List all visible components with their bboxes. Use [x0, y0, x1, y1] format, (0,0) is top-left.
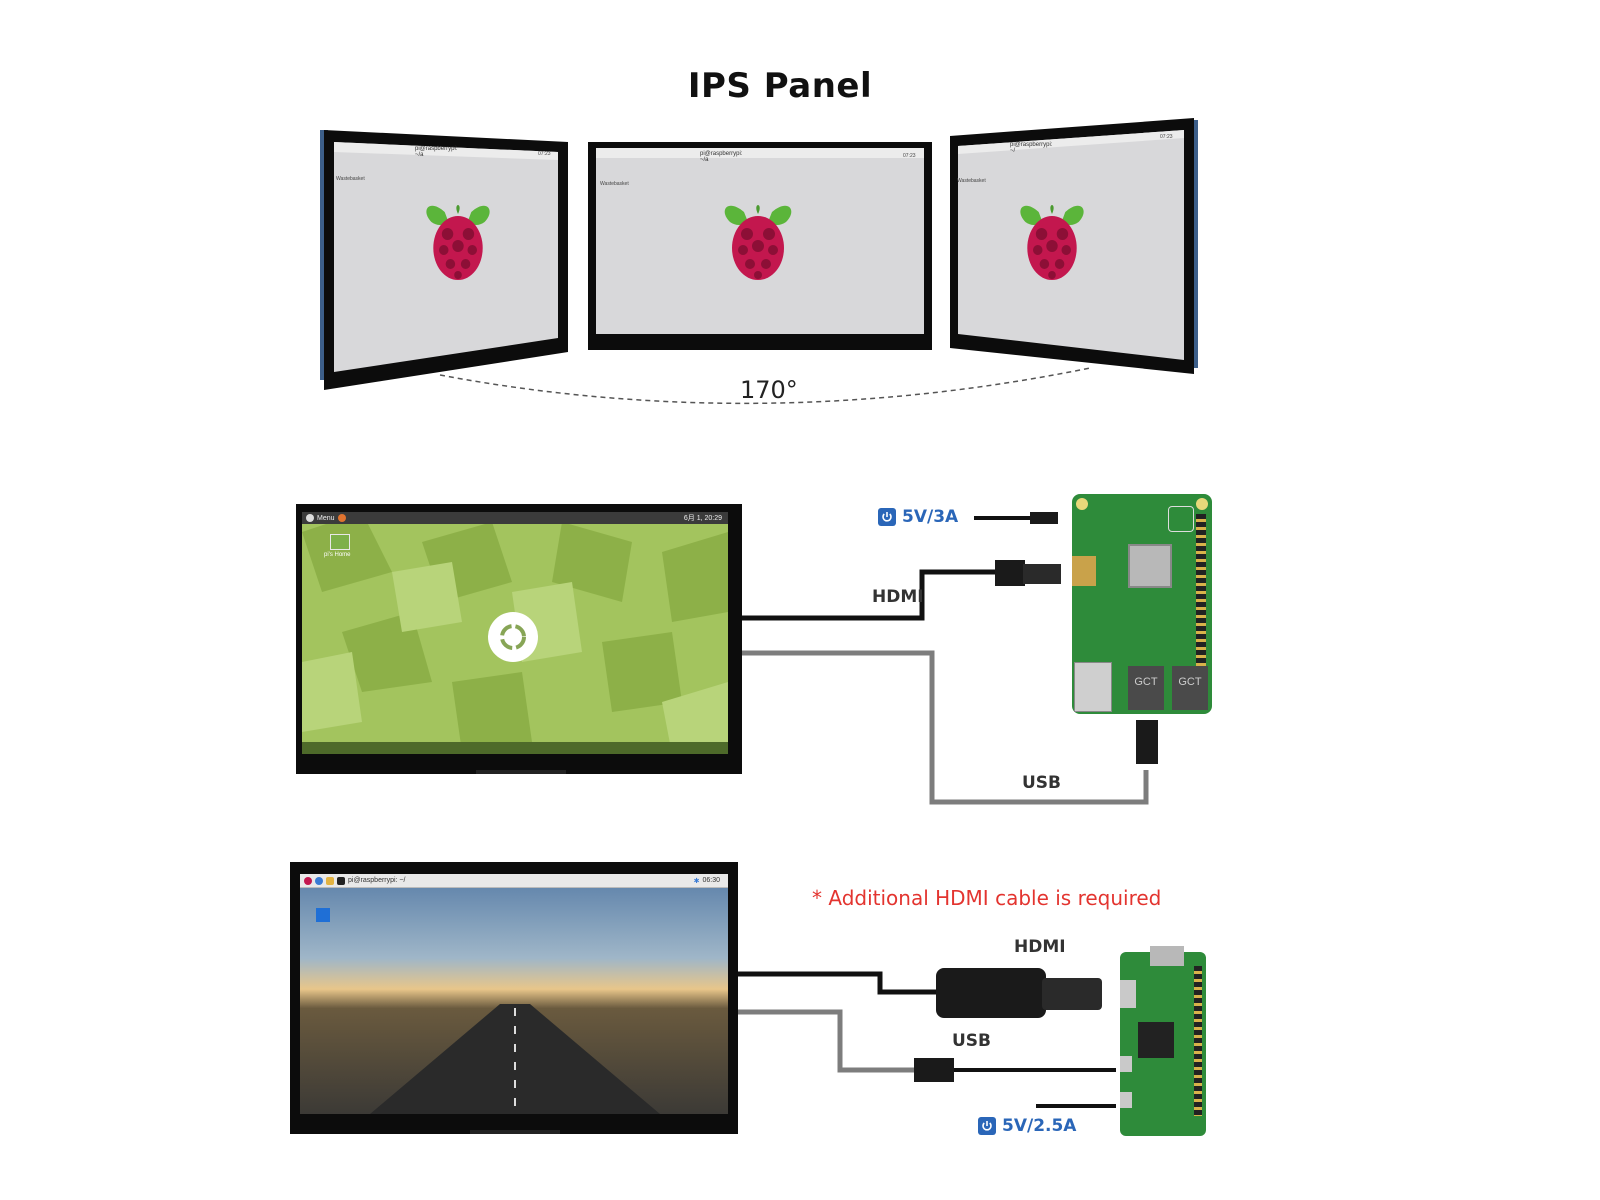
micro-usb-plug-icon	[1030, 512, 1058, 524]
pi3-monitor: Menu 6月 1, 20:29 pi's Home	[296, 504, 742, 774]
right-monitor	[950, 118, 1198, 374]
pi3-screen-taskbar: Menu 6月 1, 20:29	[302, 512, 728, 524]
road-landscape	[370, 1004, 660, 1114]
raspberry-menu-icon	[304, 876, 312, 885]
pi3-hdmi-label: HDMI	[872, 587, 924, 607]
trash-icon	[316, 908, 330, 922]
bluetooth-icon: ✱	[693, 877, 700, 885]
mini-hdmi-port	[1120, 980, 1136, 1008]
left-screen-desktop-icon-label: Wastebasket	[336, 176, 365, 182]
usb-port-1: GCT	[1128, 666, 1164, 710]
usb-port-1-label: GCT	[1134, 676, 1158, 688]
ips-viewing-angle-illustration	[300, 110, 1220, 430]
usb-port-2-label: GCT	[1178, 676, 1202, 688]
raspberry-pi-logo-icon	[1168, 506, 1194, 532]
additional-hdmi-note: * Additional HDMI cable is required	[812, 886, 1162, 910]
center-screen-taskbar-text: pi@raspberrypi: ~/a	[700, 151, 743, 163]
gpio-header	[1194, 966, 1202, 1116]
zero-screen-clock: 06:30	[702, 877, 720, 884]
pi3-screen-clock: 6月 1, 20:29	[683, 515, 722, 522]
raspberry-pi-zero-board	[1120, 946, 1206, 1136]
pi3-usb-label: USB	[1022, 773, 1062, 793]
sd-card-slot	[1150, 946, 1184, 966]
right-screen-clock: 07:23	[1160, 134, 1173, 140]
pi3-monitor-screen: Menu 6月 1, 20:29 pi's Home	[302, 512, 728, 754]
hdmi-plug-icon	[995, 560, 1025, 586]
micro-usb-power-port	[1120, 1092, 1132, 1108]
usb-port-2: GCT	[1172, 666, 1208, 710]
zero-power-label: 5V/2.5A	[978, 1116, 1076, 1136]
center-screen-clock: 07:23	[903, 153, 916, 159]
center-monitor	[588, 142, 932, 350]
left-screen-taskbar-text: pi@raspberrypi: ~/a	[415, 146, 458, 158]
browser-icon	[315, 876, 323, 885]
ips-panel-graphic	[320, 118, 1198, 405]
left-screen-clock: 07:23	[538, 151, 551, 157]
zero-screen-taskbar-text: pi@raspberrypi: ~/	[348, 877, 406, 884]
right-screen-taskbar-text: pi@raspberrypi: ~/	[1010, 142, 1053, 154]
zero-monitor-screen: pi@raspberrypi: ~/ ✱ 06:30	[300, 874, 728, 1114]
monitor-stand-bar	[470, 1130, 560, 1134]
home-folder-icon	[330, 534, 350, 550]
pi3-cables	[742, 512, 1158, 805]
pi3-power-label: 5V/3A	[878, 507, 958, 527]
micro-usb-port	[1120, 1056, 1132, 1072]
pi3-screen-desktop-icon-label: pi's Home	[324, 552, 351, 558]
zero-screen-taskbar: pi@raspberrypi: ~/ ✱ 06:30	[300, 874, 728, 888]
zero-monitor: pi@raspberrypi: ~/ ✱ 06:30	[290, 862, 738, 1134]
zero-cables	[738, 968, 1116, 1108]
viewing-angle-arc	[439, 367, 1091, 405]
soc-chip	[1128, 544, 1172, 588]
menu-icon	[306, 514, 314, 522]
terminal-icon	[337, 876, 345, 885]
zero-usb-label: USB	[952, 1031, 992, 1051]
gpio-header	[1196, 514, 1206, 674]
left-monitor	[320, 130, 568, 390]
raspberry-pi-3-board: GCT GCT	[1072, 494, 1212, 714]
monitor-stand-bar	[476, 770, 566, 774]
soc-chip	[1138, 1022, 1174, 1058]
pi3-screen-menu-label: Menu	[317, 514, 335, 522]
folder-icon	[326, 876, 334, 885]
power-icon	[878, 508, 896, 526]
lan-port	[1074, 662, 1112, 712]
hdmi-port	[1072, 556, 1096, 586]
right-screen-desktop-icon-label: Wastebasket	[957, 178, 986, 184]
zero-power-value: 5V/2.5A	[1002, 1116, 1077, 1136]
zero-hdmi-label: HDMI	[1014, 937, 1066, 957]
usb-plug-icon	[1136, 720, 1158, 764]
viewing-angle-label: 170°	[740, 376, 798, 404]
usb-otg-adapter-icon	[914, 1058, 954, 1082]
ubuntu-mate-logo-icon	[488, 612, 538, 662]
power-icon	[978, 1117, 996, 1135]
center-screen-desktop-icon-label: Wastebasket	[600, 181, 629, 187]
hdmi-adapter-icon	[936, 968, 1046, 1018]
page-title: IPS Panel	[687, 66, 873, 106]
browser-icon	[337, 514, 346, 522]
pi3-power-value: 5V/3A	[902, 507, 959, 527]
